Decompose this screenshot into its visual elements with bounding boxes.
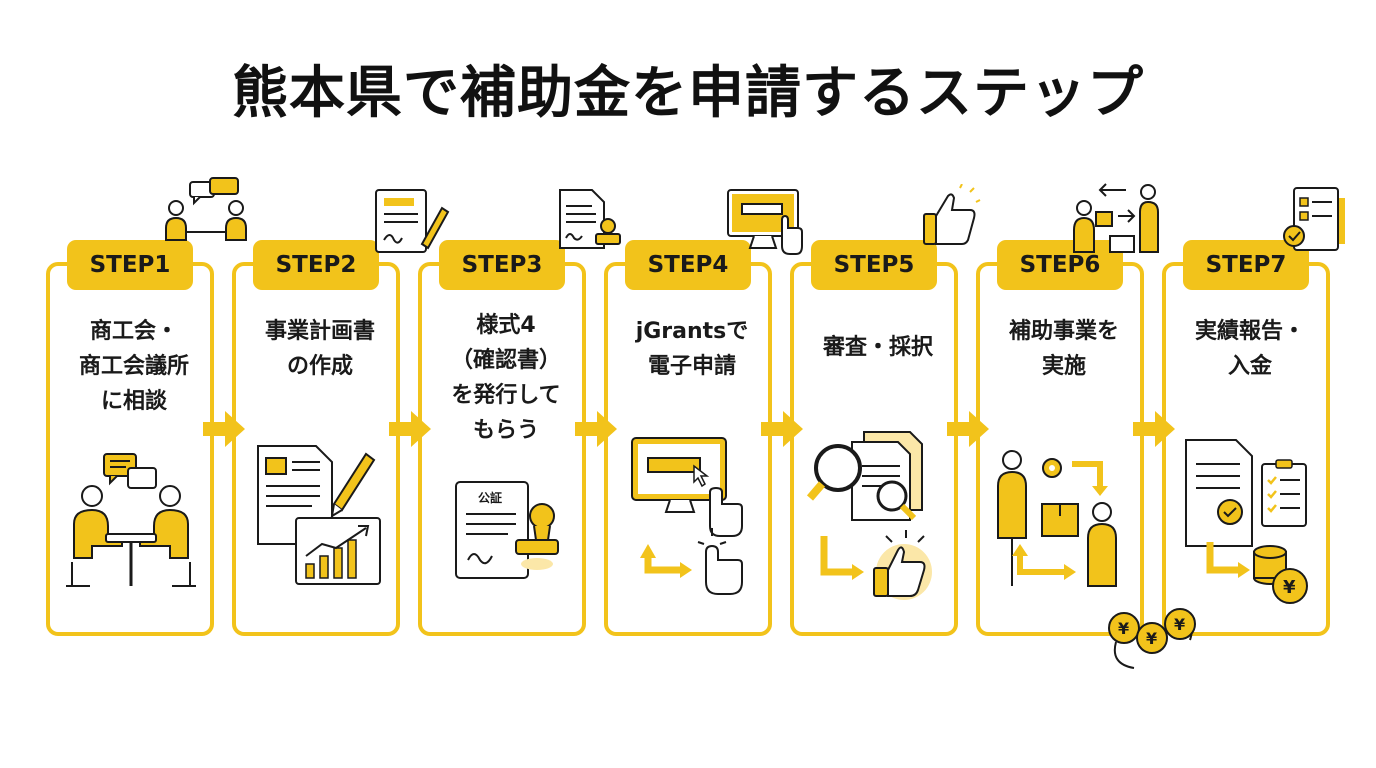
next-arrow-icon	[389, 411, 431, 447]
delivery-people-icon	[1073, 183, 1159, 253]
yen-symbol: ¥	[1118, 619, 1129, 638]
project-workflow-icon	[997, 450, 1117, 587]
yen-symbol: ¥	[1283, 577, 1296, 598]
title-container: 熊本県で補助金を申請するステップ	[0, 58, 1376, 138]
report-coins-icon: ¥	[1185, 439, 1308, 604]
yen-symbol: ¥	[1174, 615, 1185, 634]
thumbs-up-icon	[923, 184, 981, 245]
step-label-5: 審査・採択	[822, 335, 933, 360]
people-chat-icon	[165, 177, 247, 241]
step-label-7: 実績報告・ 入金	[1194, 319, 1305, 379]
next-arrow-icon	[761, 411, 803, 447]
checklist-icon	[1283, 187, 1345, 251]
meeting-table-icon	[66, 453, 196, 587]
step-label-6: 補助事業を 実施	[1008, 319, 1119, 379]
stamp-document-icon	[559, 189, 621, 249]
computer-click-icon	[727, 189, 803, 255]
growth-chart-icon	[257, 445, 381, 585]
step-badge-6: STEP6	[997, 240, 1123, 290]
document-pen-icon	[375, 189, 450, 253]
yen-coins-cycle-icon: ¥ ¥ ¥	[1108, 608, 1196, 669]
next-arrow-icon	[947, 411, 989, 447]
step-label-1: 商工会・ 商工会議所 に相談	[78, 319, 189, 414]
certificate-text: 公証	[478, 490, 502, 505]
step-badge-7: STEP7	[1183, 240, 1309, 290]
step-badge-2: STEP2	[253, 240, 379, 290]
step-badge-3: STEP3	[439, 240, 565, 290]
next-arrow-icon	[575, 411, 617, 447]
step-label-2: 事業計画書 の作成	[264, 319, 375, 379]
next-arrow-icon	[203, 411, 245, 447]
page-title-text: 熊本県で補助金を申請するステップ	[232, 61, 1144, 126]
next-arrow-icon	[1133, 411, 1175, 447]
yen-symbol: ¥	[1146, 629, 1157, 648]
step-label-3: 様式4 （確認書） を発行して もらう	[450, 313, 561, 443]
step-badge-5: STEP5	[811, 240, 937, 290]
step-badge-1: STEP1	[67, 240, 193, 290]
step-label-4: jGrantsで 電子申請	[635, 319, 749, 379]
monitor-pointer-icon	[631, 437, 743, 595]
certificate-stamp-icon: 公証	[455, 481, 559, 579]
page-title: 熊本県で補助金を申請するステップ	[232, 58, 1150, 138]
step-badge-4: STEP4	[625, 240, 751, 290]
magnifier-documents-icon	[806, 431, 932, 600]
